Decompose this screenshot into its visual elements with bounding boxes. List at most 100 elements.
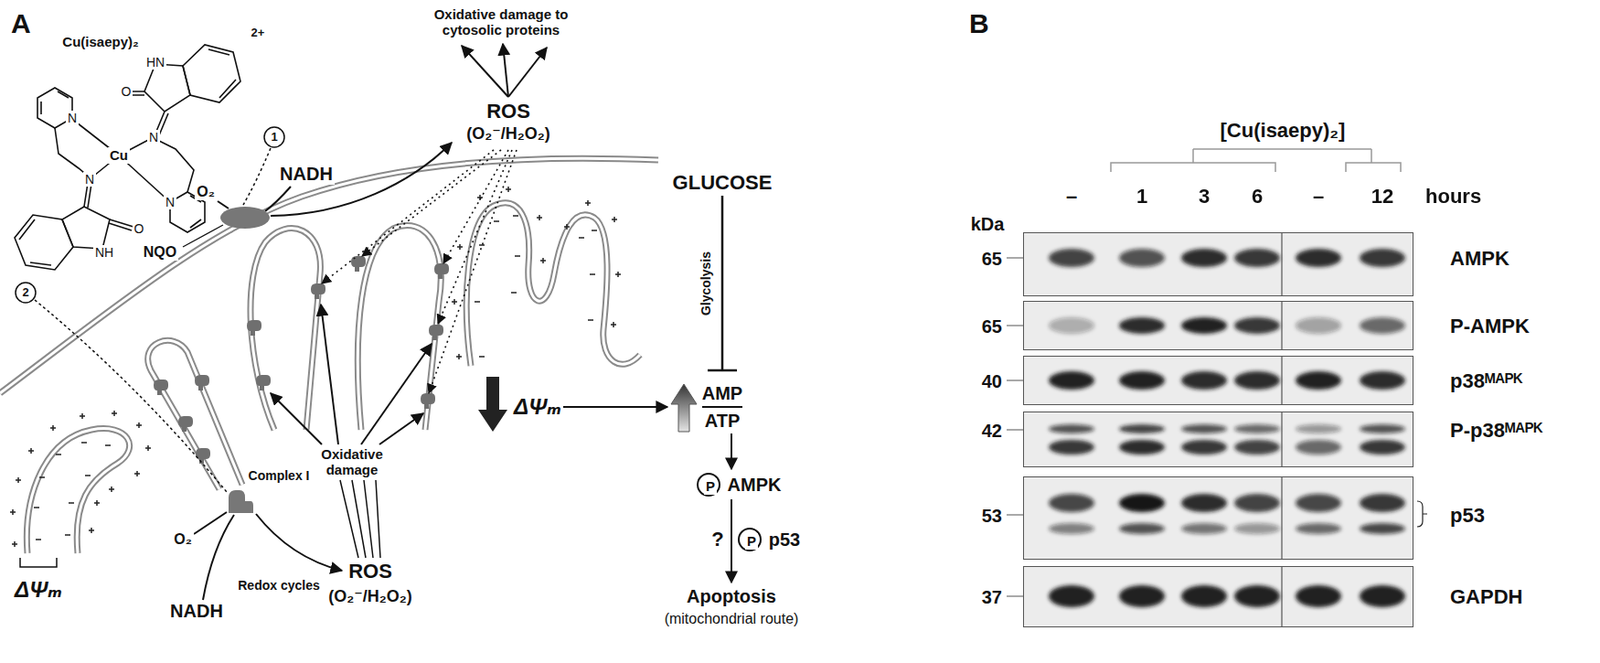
- substrate-label: NADH: [277, 163, 335, 185]
- metabolite-label: GLUCOSE: [671, 170, 775, 194]
- protein-label: AMPK: [725, 474, 784, 496]
- converging-line: [340, 480, 381, 558]
- unit-label: hours: [1423, 184, 1483, 208]
- callout-number: 1: [270, 130, 278, 145]
- blot-band: [1119, 522, 1165, 534]
- protein-label: GAPDH: [1448, 585, 1525, 608]
- blot-band: [1181, 439, 1227, 455]
- blot-band: [1234, 522, 1280, 534]
- blot-band: [1048, 585, 1095, 608]
- blot-band: [1295, 522, 1342, 534]
- protein-label: p53: [1448, 503, 1487, 527]
- dashed-link: [34, 299, 227, 492]
- potential-label: ΔΨₘ: [512, 394, 564, 420]
- blot-band: [1234, 585, 1280, 608]
- blot-band: [1295, 424, 1342, 434]
- protein-blob: [256, 374, 271, 391]
- phospho-circle: P: [737, 527, 762, 552]
- protein-blob: [178, 416, 193, 432]
- protein-label: p38ᴹᴬᴾᴷ: [1448, 369, 1525, 393]
- charge-label: 2+: [249, 26, 267, 41]
- atom-label: O: [119, 84, 134, 99]
- crista: [148, 340, 243, 490]
- panel-letter: B: [967, 8, 992, 41]
- ros-label: ROS: [484, 99, 533, 123]
- annotation: Oxidative damage: [309, 446, 395, 479]
- crista-inner: [148, 340, 243, 490]
- blot-band: [1359, 424, 1406, 434]
- blot-band: [1048, 317, 1095, 334]
- protein-complexes: [153, 256, 449, 464]
- ros-arrow: [508, 47, 547, 97]
- treatment-label: [Cu(isaepy)₂]: [1218, 118, 1348, 142]
- lactam-ring: [62, 206, 110, 249]
- lane-label: 6: [1249, 184, 1265, 208]
- protein-blob: [434, 263, 449, 279]
- complex-outline: [226, 488, 255, 514]
- kda-value: 42: [980, 420, 1004, 442]
- blot-band: [1359, 317, 1406, 334]
- blot-ground: [1023, 355, 1414, 406]
- dashed-link: [243, 148, 271, 205]
- blot-band: [1119, 371, 1165, 390]
- protein-label: P-p38ᴹᴬᴾᴷ: [1448, 418, 1545, 442]
- blot-lines: [1006, 149, 1428, 628]
- imine-bond: [84, 182, 92, 208]
- complex-label: Complex I: [246, 468, 312, 483]
- crista: [250, 228, 320, 430]
- potential-label: ΔΨₘ: [12, 576, 64, 603]
- kda-value: 65: [980, 248, 1004, 270]
- dotted-arrow: [428, 149, 517, 394]
- treatment-bracket: [1110, 149, 1401, 172]
- double-bond: [19, 219, 52, 266]
- blot-band: [1181, 317, 1227, 334]
- lane-label: 3: [1196, 184, 1212, 208]
- ros-arrow: [502, 43, 509, 97]
- blot-band: [1181, 522, 1227, 534]
- lane-label: 12: [1369, 184, 1396, 208]
- crista: [357, 225, 441, 430]
- atom-label: NH: [93, 245, 116, 260]
- substrate-label: O₂: [194, 183, 217, 201]
- coordination-bonds: [73, 119, 171, 203]
- plus-signs: [10, 186, 621, 547]
- doublet-bracket: [1417, 501, 1428, 527]
- ros-species: (O₂⁻/H₂O₂): [326, 586, 415, 607]
- protein-blob: [153, 379, 169, 395]
- panel-letter: A: [9, 8, 33, 41]
- benzene-ring: [182, 44, 241, 103]
- ratio-denominator: ATP: [703, 410, 743, 432]
- atom-label: Cu: [107, 147, 130, 163]
- blot-band: [1234, 317, 1280, 334]
- protein-label: P-AMPK: [1448, 314, 1532, 338]
- outcome-note: (mitochondrial route): [662, 610, 801, 628]
- enzyme-label: NQO: [141, 244, 179, 261]
- blot-band: [1359, 522, 1406, 534]
- blot-band: [1119, 317, 1165, 334]
- protein-blob: [420, 393, 436, 409]
- benzene-ring: [14, 214, 74, 270]
- kda-ticks: [1006, 257, 1024, 597]
- protein-blob: [351, 256, 366, 272]
- atom-label: N: [147, 129, 160, 145]
- crista-inner: [357, 225, 441, 430]
- substrate-line: [217, 201, 229, 209]
- lane-label: –: [1064, 184, 1079, 208]
- blot-band: [1048, 424, 1095, 434]
- redox-arrow: [256, 513, 342, 571]
- crista: [26, 428, 129, 554]
- protein-blob: [428, 324, 444, 341]
- blot-band: [1181, 493, 1227, 512]
- atom-label: O: [132, 221, 147, 236]
- blot-band: [1234, 424, 1280, 434]
- protein-blob: [246, 320, 262, 336]
- kda-value: 37: [980, 586, 1004, 608]
- substrate-line: [265, 186, 291, 212]
- blot-ground: [1023, 232, 1414, 297]
- ros-label: ROS: [346, 559, 395, 583]
- dotted-arrow: [437, 149, 512, 324]
- panel-divider: [1280, 232, 1282, 628]
- crista-inner: [250, 228, 320, 430]
- substrate-label: O₂: [171, 531, 194, 548]
- ros-arrow: [461, 45, 509, 97]
